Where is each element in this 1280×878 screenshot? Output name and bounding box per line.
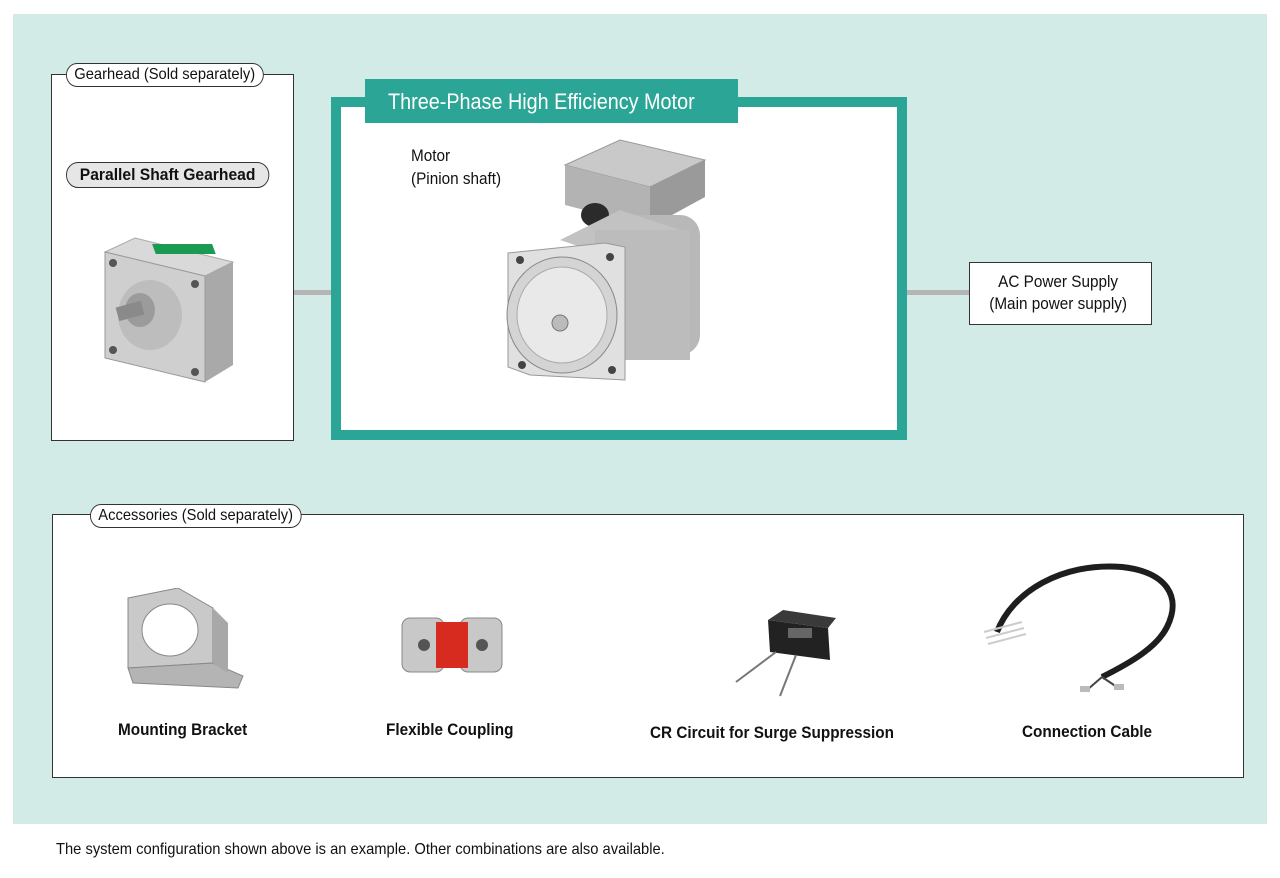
accessory-label-cr-circuit: CR Circuit for Surge Suppression	[650, 723, 894, 742]
motor-label-line1: Motor	[411, 146, 451, 165]
cr-circuit-image	[735, 610, 836, 697]
accessories-section	[52, 514, 1244, 778]
mounting-bracket-image	[127, 588, 244, 689]
motor-title: Three-Phase High Efficiency Motor	[388, 89, 695, 114]
accessory-label-connection-cable: Connection Cable	[1022, 722, 1153, 741]
motor-image	[506, 139, 707, 381]
parallel-shaft-gearhead-image	[103, 237, 235, 383]
gearhead-type-label: Parallel Shaft Gearhead	[66, 162, 270, 188]
motor-label-line2: (Pinion shaft)	[411, 169, 502, 188]
gearhead-section-label: Gearhead (Sold separately)	[66, 63, 264, 87]
connection-cable-image	[983, 563, 1176, 692]
motor-title-tab	[365, 79, 738, 123]
footnote: The system configuration shown above is …	[56, 841, 665, 858]
connector-line-gearhead-motor	[294, 290, 336, 295]
flexible-coupling-image	[401, 617, 503, 673]
accessory-label-flexible-coupling: Flexible Coupling	[386, 720, 514, 739]
accessory-label-mounting-bracket: Mounting Bracket	[118, 720, 248, 739]
ac-power-supply-line1: AC Power Supply	[998, 272, 1119, 291]
ac-power-supply-line2: (Main power supply)	[989, 294, 1127, 313]
ac-power-supply-box	[969, 262, 1152, 325]
accessories-section-label: Accessories (Sold separately)	[90, 504, 302, 528]
